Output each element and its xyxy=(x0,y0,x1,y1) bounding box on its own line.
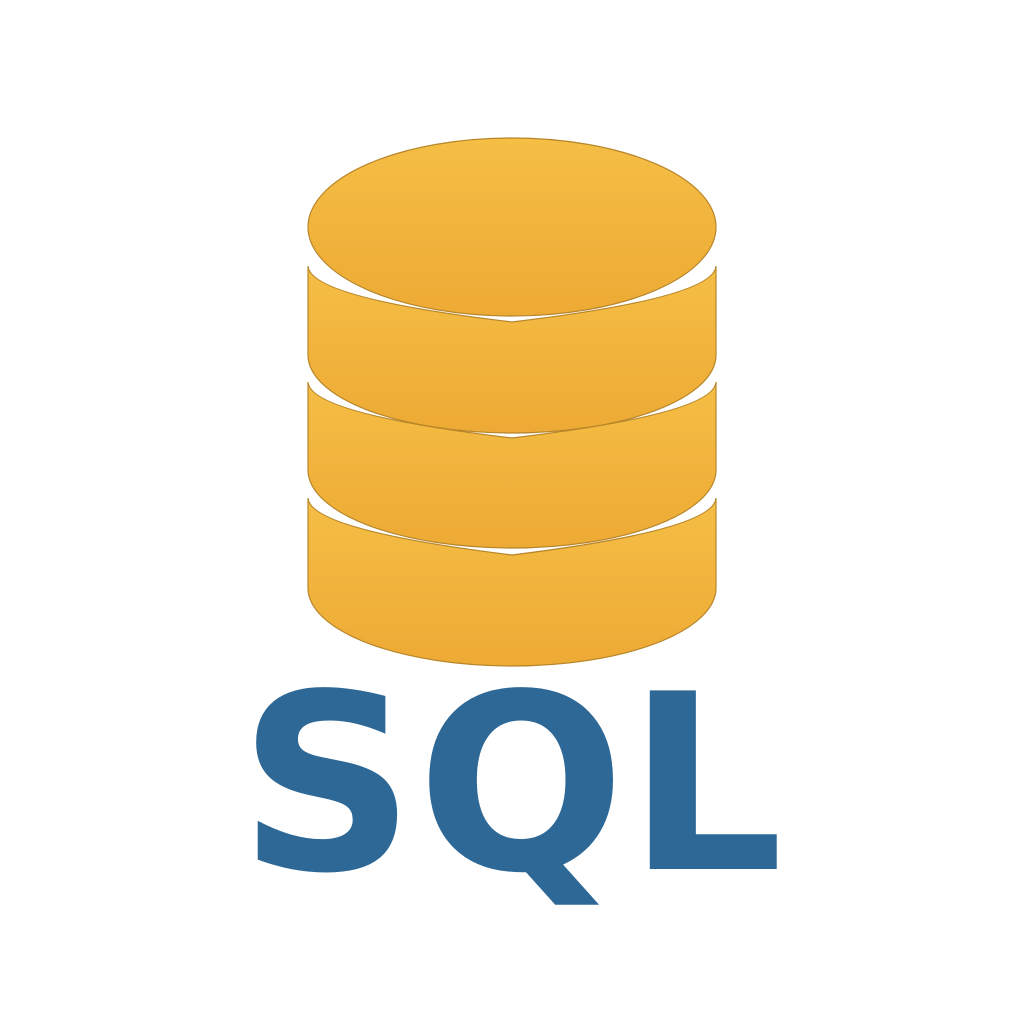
sql-wordmark: SQL xyxy=(238,642,786,927)
database-disk-top xyxy=(307,137,717,317)
database-disk-bottom xyxy=(307,497,717,667)
database-disk-upper xyxy=(307,265,717,434)
database-disk-middle xyxy=(307,381,717,549)
